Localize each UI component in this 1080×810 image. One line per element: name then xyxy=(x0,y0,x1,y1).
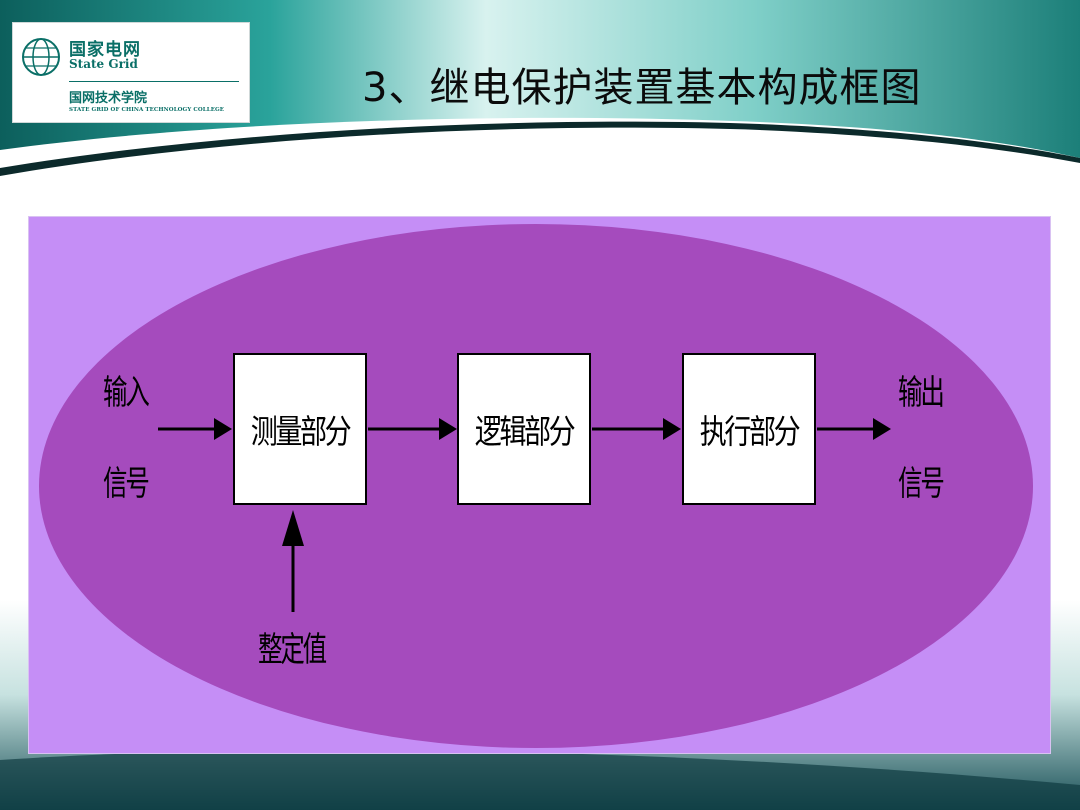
state-grid-logo: 国家电网 State Grid 国网技术学院 STATE GRID OF CHI… xyxy=(12,22,250,123)
arrowhead-icon xyxy=(282,510,304,546)
logo-name-cn: 国家电网 xyxy=(69,40,141,60)
logo-name-en: State Grid xyxy=(69,57,138,71)
input-label-bottom: 信号 xyxy=(103,464,150,504)
logo-college-en: STATE GRID OF CHINA TECHNOLOGY COLLEGE xyxy=(69,107,225,113)
setting-value-label: 整定值 xyxy=(258,630,327,670)
block-logic: 逻辑部分 xyxy=(457,353,591,505)
block-measurement: 测量部分 xyxy=(233,353,367,505)
header-background xyxy=(0,0,1080,200)
block-logic-label: 逻辑部分 xyxy=(474,412,576,451)
arrowhead-icon xyxy=(214,418,232,440)
block-execution-label: 执行部分 xyxy=(699,412,801,451)
logo-divider xyxy=(69,81,239,82)
globe-emblem-icon xyxy=(22,38,60,76)
input-label-top: 输入 xyxy=(103,373,150,413)
arrowhead-icon xyxy=(873,418,891,440)
logo-college-cn: 国网技术学院 xyxy=(69,91,148,106)
output-label-bottom: 信号 xyxy=(898,464,945,504)
output-label-top: 输出 xyxy=(898,373,945,413)
arrowhead-icon xyxy=(663,418,681,440)
arrowhead-icon xyxy=(439,418,457,440)
block-measurement-label: 测量部分 xyxy=(250,412,352,451)
block-execution: 执行部分 xyxy=(682,353,816,505)
slide-title: 3、继电保护装置基本构成框图 xyxy=(362,65,922,111)
